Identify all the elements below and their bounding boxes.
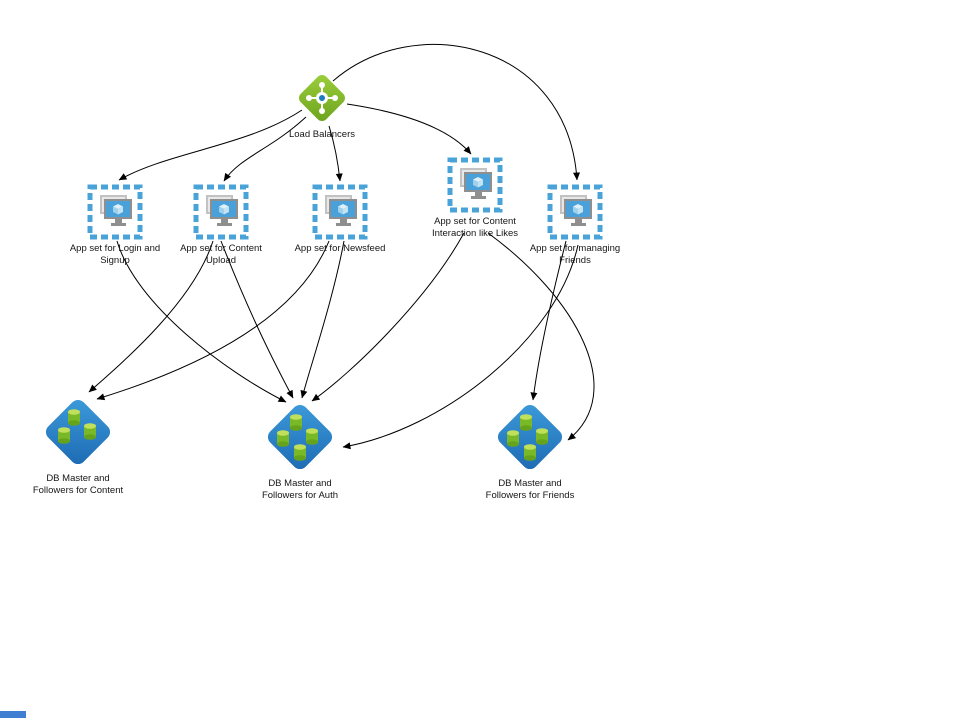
node-label: App set for Content Interaction like Lik… <box>431 216 519 239</box>
edge-app-newsfeed-to-db-content[interactable] <box>96 240 330 401</box>
node-app-set-content-interaction[interactable]: App set for Content Interaction like Lik… <box>415 157 535 240</box>
node-label: DB Master and Followers for Friends <box>485 478 575 501</box>
database-cluster-icon <box>262 399 338 475</box>
node-db-friends[interactable]: DB Master and Followers for Friends <box>470 399 590 502</box>
edge-app-friends-to-db-auth[interactable] <box>342 244 579 450</box>
edge-lb-to-app-newsfeed[interactable] <box>328 125 343 182</box>
node-label: App set for Newsfeed <box>294 243 386 254</box>
database-cluster-icon <box>492 399 568 475</box>
node-app-set-content-upload[interactable]: App set for Content Upload <box>161 184 281 267</box>
database-cluster-icon <box>40 394 116 470</box>
edge-app-login-to-db-auth[interactable] <box>116 240 287 403</box>
node-label: App set for Content Upload <box>180 243 262 266</box>
node-app-set-managing-friends[interactable]: App set for managing Friends <box>515 184 635 267</box>
node-label: DB Master and Followers for Content <box>32 473 124 496</box>
node-label: App set for Login and Signup <box>69 243 161 266</box>
node-label: App set for managing Friends <box>529 243 621 266</box>
edge-app-likes-to-db-friends[interactable] <box>487 232 595 441</box>
edge-app-likes-to-db-auth[interactable] <box>311 232 465 402</box>
edge-lb-to-app-likes[interactable] <box>346 103 472 155</box>
app-set-icon <box>193 184 249 240</box>
node-app-set-newsfeed[interactable]: App set for Newsfeed <box>280 184 400 255</box>
canvas-corner-marker <box>0 711 26 718</box>
node-label: Load Balancers <box>288 129 356 140</box>
edge-app-friends-to-db-friends[interactable] <box>530 240 567 401</box>
edge-lb-to-app-friends[interactable] <box>332 43 581 181</box>
app-set-icon <box>547 184 603 240</box>
node-db-content[interactable]: DB Master and Followers for Content <box>18 394 138 497</box>
app-set-icon <box>312 184 368 240</box>
node-db-auth[interactable]: DB Master and Followers for Auth <box>240 399 360 502</box>
app-set-icon <box>87 184 143 240</box>
node-label: DB Master and Followers for Auth <box>261 478 339 501</box>
app-set-icon <box>447 157 503 213</box>
edge-app-upload-to-db-content[interactable] <box>88 240 214 393</box>
edge-lb-to-app-login[interactable] <box>118 109 303 181</box>
edge-app-newsfeed-to-db-auth[interactable] <box>300 240 345 399</box>
edge-lb-to-app-upload[interactable] <box>223 116 307 182</box>
node-app-set-login-signup[interactable]: App set for Login and Signup <box>55 184 175 267</box>
edge-app-upload-to-db-auth[interactable] <box>220 240 294 399</box>
node-load-balancers[interactable]: Load Balancers <box>262 70 382 141</box>
load-balancer-icon <box>294 70 350 126</box>
